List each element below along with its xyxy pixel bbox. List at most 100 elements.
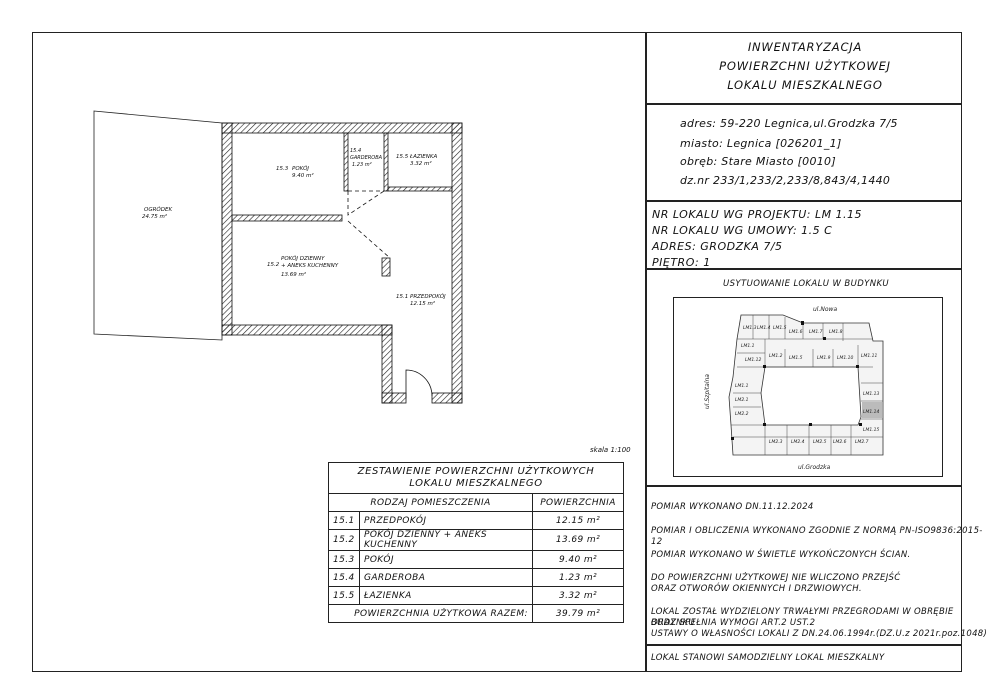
unit-floor: PIĘTRO: 1 [652, 256, 711, 269]
city-line: miasto: Legnica [026201_1] [680, 137, 842, 150]
map-unit-label: LM1.8 [829, 329, 843, 335]
map-unit-label: LM2.3 [769, 439, 783, 445]
map-unit-label: LM1.15 [863, 427, 880, 433]
room-number: 15.4 [328, 568, 360, 587]
note-1: POMIAR I OBLICZENIA WYKONANO ZGODNIE Z N… [651, 526, 983, 547]
wall-bath-left [383, 132, 389, 192]
scale-label: skala 1:100 [590, 446, 631, 454]
title-line-2: POWIERZCHNI UŻYTKOWEJ [719, 59, 891, 73]
unit-project-number: NR LOKALU WG PROJEKTU: LM 1.15 [652, 208, 863, 221]
room-15-2-name-2: + ANEKS KUCHENNY [281, 263, 339, 269]
wall-bottom-left [221, 324, 393, 336]
room-area: 3.32 m² [532, 586, 624, 605]
parcel-line: dz.nr 233/1,233/2,233/8,843/4,1440 [680, 174, 891, 187]
map-unit-label: LM1.7 [809, 329, 823, 335]
rooms-table-header: RODZAJ POMIESZCZENIA POWIERZCHNIA [328, 493, 624, 512]
room-15-3-nr: 15.3 [276, 166, 289, 172]
note-7: USTAWY O WŁASNOŚCI LOKALI Z DN.24.06.199… [651, 629, 988, 639]
note-5: LOKAL ZOSTAŁ WYDZIELONY TRWAŁYMI PRZEGRO… [651, 607, 954, 628]
divider-3 [645, 268, 962, 270]
title-block: INWENTARYZACJA POWIERZCHNI UŻYTKOWEJ LOK… [648, 38, 962, 95]
divider-1 [645, 103, 962, 105]
room-15-4-nr: 15.4 [350, 148, 361, 154]
title-column-divider [645, 32, 647, 672]
title-line-3: LOKALU MIESZKALNEGO [727, 78, 883, 92]
room-15-1-area: 12.15 m² [410, 300, 436, 307]
courtyard [760, 366, 862, 426]
rooms-total-row: POWIERZCHNIA UŻYTKOWA RAZEM: 39.79 m² [328, 604, 624, 623]
room-15-4-area: 1.23 m² [352, 162, 372, 168]
room-number: 15.5 [328, 586, 360, 605]
map-unit-label: LM2.1 [735, 397, 749, 403]
note-8: LOKAL STANOWI SAMODZIELNY LOKAL MIESZKAL… [651, 653, 885, 663]
map-unit-label: LM2.4 [791, 439, 805, 445]
room-15-3-name: POKÓJ [292, 165, 309, 172]
map-unit-label: LM1.5 [773, 325, 787, 331]
rooms-table: ZESTAWIENIE POWIERZCHNI UŻYTKOWYCH LOKAL… [328, 462, 624, 623]
street-bottom: ul.Grodzka [798, 464, 831, 471]
garden-outline [93, 110, 223, 341]
rooms-table-title-2: LOKALU MIESZKALNEGO [409, 478, 543, 489]
room-name: POKÓJ DZIENNY + ANEKS KUCHENNY [359, 529, 533, 551]
note-2: POMIAR WYKONANO W ŚWIETLE WYKOŃCZONYCH Ś… [651, 550, 911, 560]
map-unit-label: LM1.10 [837, 355, 854, 361]
rooms-table-title-1: ZESTAWIENIE POWIERZCHNI UŻYTKOWYCH [357, 466, 595, 477]
floor-plan: OGRÓDEK 24.75 m² 15.3 POKÓJ 9.40 m² 15.4… [93, 110, 463, 404]
map-unit-label: LM1.3 [743, 325, 757, 331]
highlighted-unit [862, 402, 882, 418]
location-map-title: USYTUOWANIE LOKALU W BUDYNKU [723, 279, 889, 289]
room-15-5-area: 3.32 m² [410, 160, 432, 167]
map-unit-label: LM2.5 [813, 439, 827, 445]
room-area: 12.15 m² [532, 511, 624, 530]
wall-right [451, 122, 463, 404]
map-unit-label: LM1.6 [789, 329, 803, 335]
divider-2 [645, 200, 962, 202]
wall-room-divider [231, 214, 343, 222]
map-unit-label: LM1.5 [789, 355, 803, 361]
map-unit-label: LM1.11 [861, 353, 878, 359]
room-area: 1.23 m² [532, 568, 624, 587]
room-name: POKÓJ [359, 550, 533, 569]
map-unit-label: LM1.9 [817, 355, 831, 361]
divider-4 [645, 485, 962, 487]
rooms-table-title: ZESTAWIENIE POWIERZCHNI UŻYTKOWYCH LOKAL… [328, 462, 624, 494]
room-name: ŁAZIENKA [359, 586, 533, 605]
map-unit-label: LM1.1 [735, 383, 749, 389]
garden-area: 24.75 m² [142, 213, 168, 220]
garden-name: OGRÓDEK [144, 206, 172, 213]
map-unit-label: LM1.12 [745, 357, 762, 363]
map-unit-label: LM2.2 [735, 411, 749, 417]
wall-wardrobe-left [343, 132, 349, 192]
note-0: POMIAR WYKONANO DN.11.12.2024 [651, 502, 814, 512]
wall-bottom-a [381, 392, 407, 404]
unit-contract-number: NR LOKALU WG UMOWY: 1.5 C [652, 224, 833, 237]
map-unit-label: LM1.14 [863, 409, 880, 415]
map-unit-label: LM2.7 [855, 439, 869, 445]
note-6: ORAZ SPEŁNIA WYMOGI ART.2 UST.2 [651, 618, 816, 628]
map-unit-label: LM1.13 [863, 391, 880, 397]
room-15-5-nr: 15.5 [396, 154, 409, 160]
wall-bottom-b [431, 392, 463, 404]
room-15-2-area: 13.69 m² [281, 271, 307, 278]
room-15-1-nr: 15.1 [396, 294, 408, 300]
room-15-2-name-1: POKÓJ DZIENNY [281, 255, 325, 262]
room-number: 15.1 [328, 511, 360, 530]
street-top: ul.Nowa [813, 306, 837, 313]
location-map-frame [673, 297, 943, 477]
room-area: 9.40 m² [532, 550, 624, 569]
room-15-2-nr: 15.2 [267, 262, 280, 268]
wall-lower-left [381, 324, 393, 404]
room-name: GARDEROBA [359, 568, 533, 587]
column-stub [381, 257, 391, 277]
map-unit-label: LM1.2 [769, 353, 783, 359]
unit-address: ADRES: GRODZKA 7/5 [652, 240, 783, 253]
wall-bath-bottom [387, 186, 453, 192]
divider-5 [645, 644, 962, 646]
entrance-door [405, 369, 433, 398]
